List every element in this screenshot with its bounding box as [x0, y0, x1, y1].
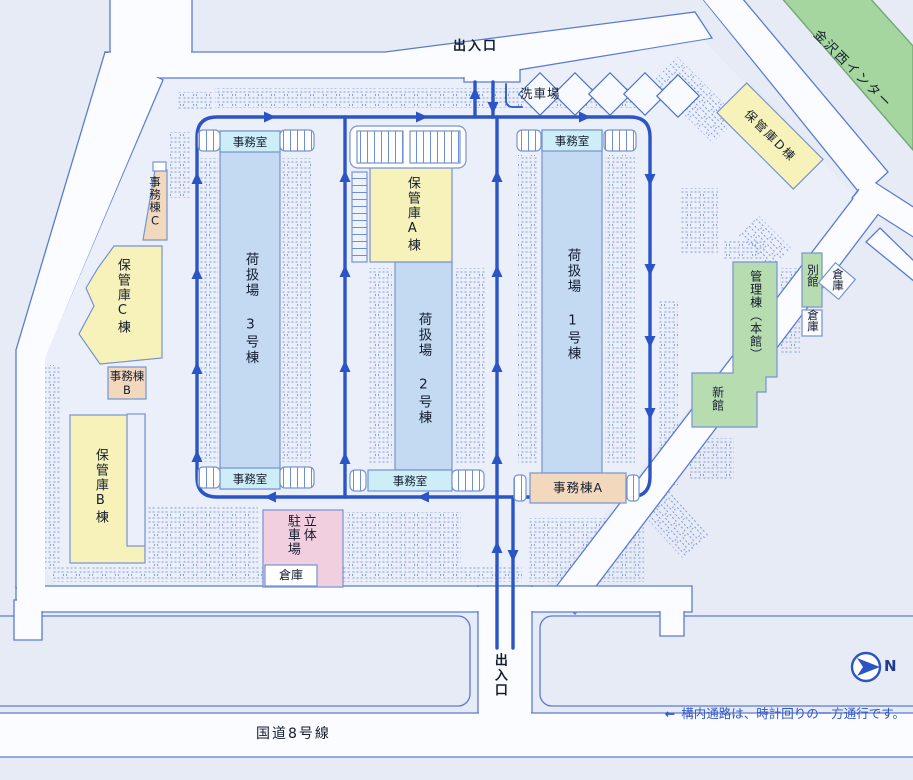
warehouse-1-label: 倉庫 [831, 268, 846, 291]
building-warehouse-3 [264, 564, 318, 587]
car-wash-label: 洗車場 [520, 86, 561, 101]
entrance-top-label: 出入口 [453, 39, 499, 54]
cargo-2-label: 荷扱場 2号棟 [415, 312, 432, 426]
admin-main-label: 管理棟（本館） [748, 270, 763, 361]
office-c-label: 事務棟C [148, 176, 163, 229]
building-admin-main [691, 261, 778, 428]
building-office-b [107, 366, 147, 400]
office-b-label: 事務棟 B [109, 368, 145, 397]
outer-blocks [0, 615, 913, 707]
cargo-1-label: 荷扱場 1号棟 [564, 248, 581, 362]
one-way-notice-text: 構内通路は、時計回りの一方通行です。 [681, 706, 905, 722]
annex-label: 別館 [806, 264, 821, 287]
office-room-label: 事務室 [232, 471, 268, 486]
storage-b-notch [126, 413, 146, 547]
office-room-label: 事務室 [554, 133, 590, 148]
car-wash-area [517, 71, 701, 119]
parking-deck-label: 立体 駐車場 [284, 514, 316, 556]
parking-stalls [45, 56, 800, 582]
office-a-label: 事務棟A [552, 480, 604, 496]
storage-c-label: 保管庫C棟 [114, 258, 130, 335]
left-arrow-icon: ← [664, 706, 676, 722]
cargo2-side-hatch [351, 171, 368, 263]
warehouse-2-label: 倉庫 [806, 309, 821, 332]
entrance-bottom-label: 出入口 [491, 653, 507, 698]
dock-structures [197, 129, 640, 502]
building-cargo-3 [219, 130, 281, 490]
cargo2-roof-stripes [409, 130, 461, 164]
north-label: N [884, 657, 897, 675]
storage-b-label: 保管庫B棟 [92, 448, 108, 525]
route8-label: 国道8号線 [256, 726, 331, 742]
building-storage-d [716, 82, 824, 190]
new-wing-label: 新館 [710, 386, 725, 412]
storage-a-label: 保管庫A棟 [404, 176, 420, 253]
building-warehouse-1 [817, 261, 857, 301]
highway-road [782, 0, 913, 152]
one-way-notice: ← 構内通路は、時計回りの一方通行です。 [665, 691, 905, 722]
building-storage-c [78, 245, 163, 365]
building-warehouse-2 [801, 309, 823, 337]
building-storage-a [369, 164, 453, 263]
warehouse-3-label: 倉庫 [278, 568, 303, 583]
building-cargo-2 [394, 261, 453, 471]
compass-arrow-icon [857, 658, 880, 676]
compass [850, 651, 882, 683]
roads-fill [0, 0, 913, 756]
building-office-a [529, 472, 627, 504]
office-room-strip [541, 129, 603, 152]
office-room-label: 事務室 [232, 134, 268, 149]
cargo-3-label: 荷扱場 3号棟 [242, 252, 259, 366]
office-room-label: 事務室 [392, 473, 428, 488]
office-c-cap [152, 161, 167, 172]
cargo2-roof-stripes [356, 130, 404, 164]
